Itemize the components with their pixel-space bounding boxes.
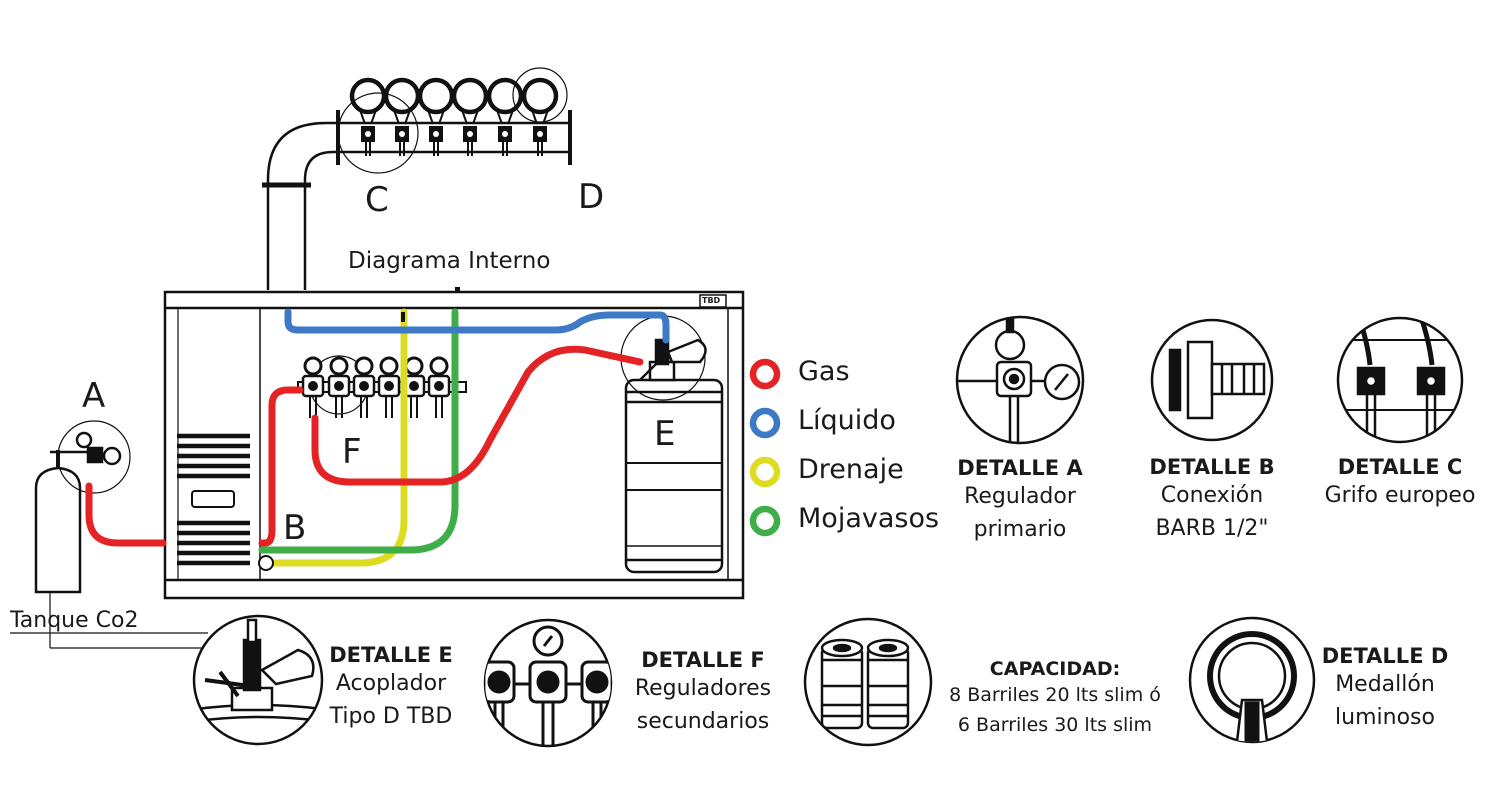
legend-ring: [749, 358, 781, 390]
label-b: B: [283, 508, 307, 548]
label-c: C: [365, 180, 389, 220]
detail-e-line1: Acoplador: [335, 671, 447, 696]
legend-label: Drenaje: [798, 454, 904, 485]
detail-d-line1: Medallón: [1335, 672, 1435, 697]
label-f: F: [342, 432, 362, 472]
keg-coupler: [639, 338, 707, 382]
detail-a-line1: Regulador: [964, 484, 1076, 509]
legend-ring: [749, 456, 781, 488]
tank-label: Tanque Co2: [10, 608, 139, 633]
capacity-line2: 6 Barriles 30 lts slim: [957, 714, 1153, 736]
detail-d-image: [1188, 616, 1316, 744]
tower: [262, 67, 572, 290]
detail-c-title: DETALLE C: [1337, 455, 1463, 479]
diagram-title: Diagrama Interno: [348, 248, 551, 274]
hoses: [85, 308, 670, 567]
detail-f-line1: Reguladores: [634, 676, 772, 701]
tbd-logo: TBD: [702, 296, 721, 305]
capacity-line1: 8 Barriles 20 lts slim ó: [949, 684, 1161, 706]
detail-c-text: DETALLE C Grifo europeo: [1300, 455, 1500, 512]
secondary-regulators: [297, 355, 467, 420]
legend-rings: [749, 358, 781, 537]
legend-label: Líquido: [798, 405, 896, 436]
detail-c-image: [1336, 316, 1464, 444]
detail-a-line2: primario: [973, 517, 1067, 542]
detail-f-title: DETALLE F: [641, 648, 765, 672]
detail-a-title: DETALLE A: [957, 456, 1083, 480]
hose-gas-coupler: [311, 345, 644, 486]
co2-tank: [10, 420, 248, 649]
detail-d-line2: luminoso: [1335, 705, 1435, 730]
detail-f-text: DETALLE F Reguladores secundarios: [618, 648, 788, 738]
detail-b-title: DETALLE B: [1149, 455, 1275, 479]
label-e: E: [654, 414, 676, 454]
capacity-text: CAPACIDAD: 8 Barriles 20 lts slim ó 6 Ba…: [940, 658, 1170, 740]
detail-b-line2: BARB 1/2": [1155, 516, 1269, 541]
legend-ring: [749, 505, 781, 537]
hose-liquid: [284, 308, 670, 344]
capacity-title: CAPACIDAD:: [989, 658, 1121, 680]
detail-b-text: DETALLE B Conexión BARB 1/2": [1127, 455, 1297, 545]
detail-c-line1: Grifo europeo: [1324, 483, 1476, 508]
detail-e-image: [192, 614, 324, 746]
detail-b-image: [1150, 318, 1274, 442]
label-d: D: [578, 177, 605, 217]
legend-ring: [749, 407, 781, 439]
detail-a-image: [955, 315, 1085, 445]
detail-f-line2: secundarios: [636, 709, 770, 734]
hose-rinser: [258, 308, 459, 554]
detail-e-text: DETALLE E Acoplador Tipo D TBD: [306, 643, 476, 733]
detail-e-line2: Tipo D TBD: [329, 704, 453, 729]
detail-d-text: DETALLE D Medallón luminoso: [1300, 644, 1470, 734]
detail-a-text: DETALLE A Regulador primario: [935, 456, 1105, 546]
cabinet-vents: [177, 433, 250, 566]
detail-f-image: [483, 618, 613, 748]
detail-b-line1: Conexión: [1160, 483, 1264, 508]
detail-d-title: DETALLE D: [1321, 644, 1449, 668]
hose-gas-manifold: [258, 386, 304, 547]
capacity-image: [803, 617, 933, 747]
hose-gas-main: [85, 482, 167, 547]
label-a: A: [82, 376, 106, 416]
legend-label: Gas: [798, 356, 850, 387]
legend-label: Mojavasos: [798, 503, 940, 534]
cabinet: [163, 290, 745, 600]
barb-connection: [258, 555, 274, 571]
detail-e-title: DETALLE E: [329, 643, 453, 667]
